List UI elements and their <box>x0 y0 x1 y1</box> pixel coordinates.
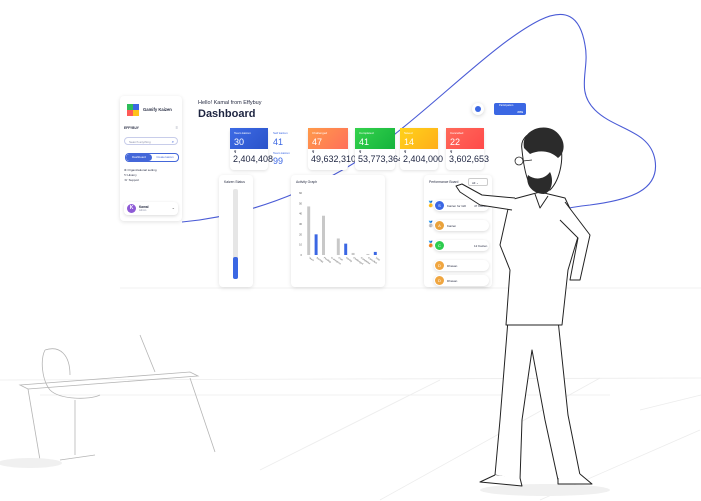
y-tick-label: 10 <box>299 243 302 247</box>
bar[interactable] <box>322 215 325 255</box>
leaderboard-value: 12 Kaizen <box>474 243 488 248</box>
stat-card-challenged[interactable]: Challenged 47 ₹49,632,310 <box>308 128 356 170</box>
bar[interactable] <box>351 252 355 255</box>
tab-dashboard[interactable]: Dashboard <box>126 154 152 161</box>
org-name: EFFYBUY <box>124 126 139 130</box>
x-tick-label: Cancelled <box>367 257 377 265</box>
leaderboard-name: Dhavan <box>447 263 458 268</box>
nav-item-support[interactable]: ☏ Support <box>124 178 140 182</box>
search-icon[interactable]: ⌕ <box>171 139 174 144</box>
y-tick-label: 50 <box>299 201 302 205</box>
status-track <box>233 189 238 279</box>
avatar: D <box>435 261 444 270</box>
performance-title: Performance Board <box>429 180 459 184</box>
nav-item-org-setting[interactable]: ⚙ Organizational setting <box>124 168 157 172</box>
x-tick-label: Savings <box>316 257 325 264</box>
menu-icon[interactable]: ≡ <box>175 125 178 130</box>
user-card[interactable]: K Kamal Admin ⌄ <box>124 202 178 215</box>
stat-card-team-kaizen[interactable]: Team kaizen 30 ₹2,404,408 <box>230 128 273 170</box>
avatar: D <box>435 276 444 285</box>
avatar: A <box>435 221 444 230</box>
bar[interactable] <box>314 234 318 255</box>
x-tick-label: Cost <box>338 256 344 261</box>
app-logo-icon <box>127 104 139 116</box>
kaizen-status-panel: Kaizen Status <box>219 175 253 287</box>
activity-title: Activity Graph <box>296 180 318 184</box>
chevron-down-icon[interactable]: ⌄ <box>171 205 175 210</box>
page-title: Dashboard <box>198 108 256 120</box>
avatar: S <box>435 201 444 210</box>
leaderboard-row[interactable]: C 12 Kaizen <box>434 240 489 251</box>
bar[interactable] <box>344 243 348 255</box>
x-tick-label: In progress <box>330 256 342 266</box>
year-select[interactable]: All ⌄ <box>468 178 488 186</box>
x-tick-label: Team <box>308 257 314 262</box>
greeting: Hello! Kamal from Effybuy <box>198 100 262 106</box>
self-kaizen-card[interactable]: Self kaizen 41 Team kaizen 99 <box>273 131 290 166</box>
brand-name: Gamify Kaizen <box>143 107 172 112</box>
y-tick-label: 0 <box>301 253 303 257</box>
y-tick-label: 30 <box>299 222 302 226</box>
bar[interactable] <box>373 251 377 255</box>
leaderboard-name: Dhavan <box>447 278 458 283</box>
bar[interactable] <box>307 206 311 255</box>
stat-card-completed[interactable]: Completed 41 ₹53,773,364 <box>355 128 403 170</box>
participation-badge: Participation 20% <box>494 103 526 115</box>
medal-icon: 🥈 <box>427 222 435 228</box>
bar[interactable] <box>366 253 370 255</box>
nav-item-history[interactable]: ↻ History <box>124 173 137 177</box>
x-tick-label: Challenged <box>353 257 364 266</box>
avatar: C <box>435 241 444 250</box>
status-fill <box>233 256 238 279</box>
leaderboard-name: Kaizen for Gift <box>447 203 467 208</box>
tab-create-kaizen[interactable]: Create kaizen <box>156 155 174 159</box>
stat-card-cancelled[interactable]: Cancelled 22 ₹3,602,653 <box>446 128 489 170</box>
user-role: Admin <box>139 209 147 212</box>
desk-chair-sketch <box>18 334 216 461</box>
man-illustration <box>455 127 593 487</box>
leaderboard-name: Kaizen <box>447 223 457 228</box>
x-tick-label: Pending <box>323 257 332 264</box>
y-tick-label: 20 <box>299 232 302 236</box>
avatar: K <box>127 204 136 213</box>
stat-card-saved[interactable]: Saved 14 ₹2,404,000 <box>400 128 443 170</box>
x-tick-label: Total <box>375 256 381 262</box>
y-tick-label: 60 <box>299 191 302 195</box>
kaizen-status-title: Kaizen Status <box>224 180 245 184</box>
search-input[interactable]: Search anything ⌕ <box>124 137 178 145</box>
search-placeholder: Search anything <box>129 140 151 144</box>
view-toggle: Dashboard Create kaizen <box>125 153 179 162</box>
x-tick-label: Completed <box>360 256 371 265</box>
sidebar: Gamify Kaizen EFFYBUY ≡ Search anything … <box>120 96 182 221</box>
x-tick-label: Saving <box>345 257 352 263</box>
notification-bell-icon[interactable] <box>472 103 484 115</box>
medal-icon: 🥉 <box>427 242 435 248</box>
bar[interactable] <box>336 238 340 255</box>
y-tick-label: 40 <box>299 212 302 216</box>
user-name: Kamal <box>139 205 149 209</box>
medal-icon: 🥇 <box>427 202 435 208</box>
